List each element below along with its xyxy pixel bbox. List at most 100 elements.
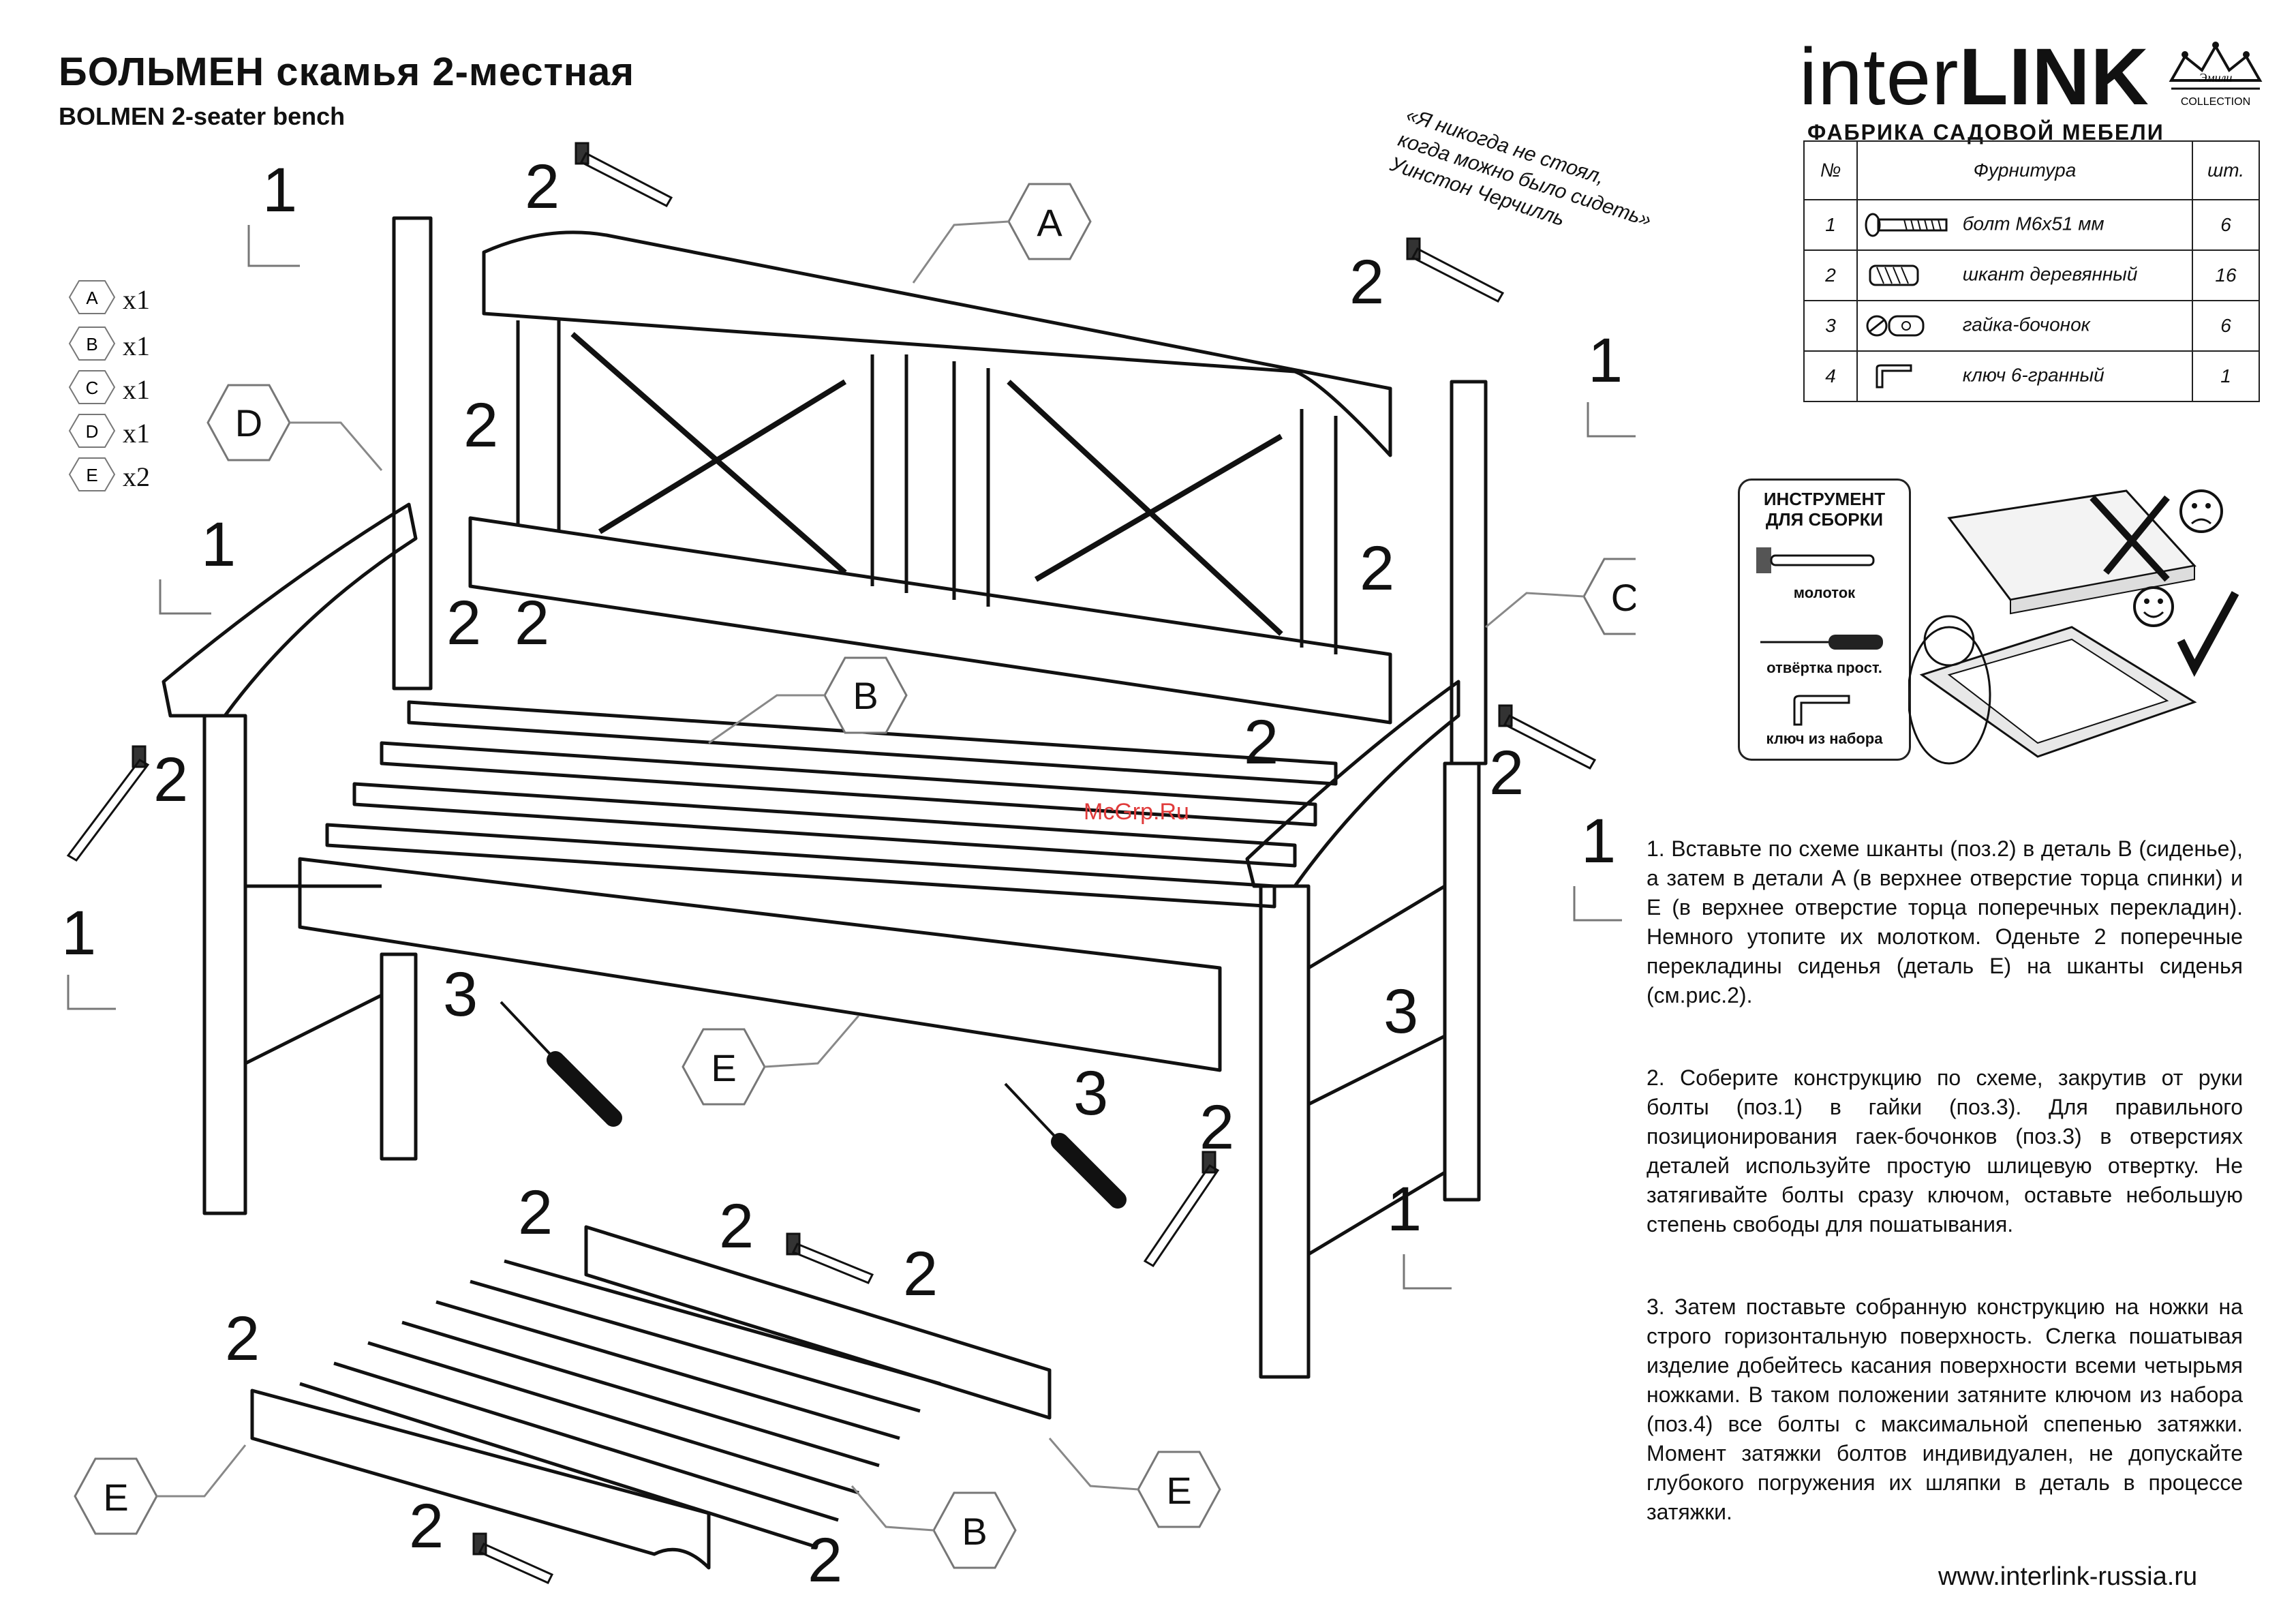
screwdriver-icon <box>500 1001 622 1127</box>
backrest-slats <box>516 320 1338 654</box>
hammer-icon <box>575 142 673 207</box>
callout-num-3: 3 <box>1073 1059 1108 1128</box>
legend-count: x1 <box>123 418 150 449</box>
instruction-step-1: 1. Вставьте по схеме шканты (поз.2) в де… <box>1647 836 2243 1007</box>
callout-num-2: 2 <box>463 391 498 460</box>
hexagon-icon: E <box>68 457 116 491</box>
hex-key-icon <box>1573 886 1622 922</box>
tool-screwdriver-label: отвёртка прост. <box>1766 659 1882 676</box>
legend-letter: C <box>86 378 99 398</box>
callout-hex-d <box>206 384 291 461</box>
leader-line-c <box>1485 592 1585 628</box>
callout-letter-e: E <box>711 1046 736 1089</box>
leader-line-b-2 <box>851 1485 934 1532</box>
callout-num-2: 2 <box>1349 247 1384 317</box>
leader-line-e <box>764 1015 860 1068</box>
seat-crossbar-e-left <box>250 1389 711 1570</box>
hammer-icon <box>1498 704 1597 770</box>
legend-letter: D <box>86 421 99 442</box>
seat-front-rail <box>298 857 1222 1072</box>
legend-item-a: A x1 <box>68 279 204 315</box>
leader-line-d <box>290 421 383 471</box>
hammer-icon <box>786 1232 874 1284</box>
legend-letter: B <box>86 334 97 354</box>
website-url[interactable]: www.interlink-russia.ru <box>1938 1562 2198 1591</box>
sad-face-icon <box>2179 489 2223 533</box>
callout-letter-a: A <box>1037 201 1062 244</box>
cross-icon <box>2090 495 2170 582</box>
brand-logo: interLINK <box>1799 31 2149 123</box>
screwdriver-icon <box>1760 635 1883 650</box>
callout-num-2: 2 <box>903 1239 938 1309</box>
hardware-header-qty: шт. <box>2192 140 2260 200</box>
callout-num-2: 2 <box>225 1304 260 1374</box>
callout-num-1: 1 <box>1588 326 1623 395</box>
hardware-name-cell: шкант деревянный <box>1856 249 2193 301</box>
hardware-qty: 6 <box>2192 199 2260 251</box>
callout-letter-c: C <box>1611 576 1636 619</box>
tool-key-label: ключ из набора <box>1766 730 1883 747</box>
legend-item-e: E x2 <box>68 457 204 492</box>
bolt-icon <box>1865 213 1948 237</box>
callout-num-2: 2 <box>525 152 560 222</box>
leader-line-b <box>708 694 825 744</box>
hardware-num: 2 <box>1803 249 1858 301</box>
leader-line-e-3 <box>1048 1438 1139 1491</box>
table-row: 2 шкант деревянный 16 <box>1803 249 2260 301</box>
callout-num-2: 2 <box>409 1491 444 1561</box>
exploded-seat-slats <box>299 1259 941 1549</box>
callout-num-2: 2 <box>719 1192 754 1261</box>
hexagon-icon: B <box>68 327 116 361</box>
callout-letter-e-2: E <box>103 1476 128 1519</box>
table-row: 4 ключ 6-гранный 1 <box>1803 350 2260 402</box>
hex-key-icon <box>67 975 116 1010</box>
page-subtitle: BOLMEN 2-seater bench <box>59 102 346 130</box>
armrest-right <box>1245 680 1460 888</box>
hammer-icon <box>1143 1151 1220 1268</box>
crown-logo-icon: Эмили COLLECTION <box>2169 42 2263 108</box>
hardware-header-num: № <box>1803 140 1858 200</box>
callout-letter-b: B <box>853 674 878 717</box>
callout-num-1: 1 <box>201 510 236 579</box>
callout-num-2: 2 <box>808 1526 842 1595</box>
hardware-name-cell: гайка-бочонок <box>1856 300 2193 352</box>
legs-right <box>1259 761 1481 1379</box>
tool-hammer-label: молоток <box>1793 584 1856 601</box>
brand-subtitle: ФАБРИКА САДОВОЙ МЕБЕЛИ <box>1807 120 2164 145</box>
leader-line-e-2 <box>157 1444 247 1498</box>
surface-illustration <box>1908 489 2239 765</box>
legend-item-c: C x1 <box>68 369 204 405</box>
table-row: 1 болт М6х51 мм 6 <box>1803 199 2260 251</box>
legend-item-b: B x1 <box>68 326 204 361</box>
legend-letter: A <box>86 288 98 308</box>
legend-count: x2 <box>123 461 150 492</box>
hex-key-icon <box>1793 695 1850 726</box>
callout-num-2: 2 <box>1489 738 1524 808</box>
callout-num-1: 1 <box>61 898 96 968</box>
hardware-num: 4 <box>1803 350 1858 402</box>
callout-hex-e-2 <box>74 1457 158 1535</box>
hardware-header-row: № Фурнитура шт. <box>1803 140 2260 200</box>
crown-text: Эмили <box>2199 71 2233 85</box>
brand-name-part2: LINK <box>1959 32 2149 122</box>
callout-num-2: 2 <box>515 588 549 658</box>
happy-face-icon <box>2133 586 2174 627</box>
hardware-qty: 16 <box>2192 249 2260 301</box>
hardware-name: гайка-бочонок <box>1962 314 2090 335</box>
backrest-top-rail <box>482 230 1392 457</box>
hex-key-icon <box>1587 402 1636 438</box>
seat-slat <box>352 782 1297 868</box>
table-row: 3 гайка-бочонок 6 <box>1803 300 2260 352</box>
backrest-bottom-rail <box>468 516 1392 725</box>
beaver-mascot-icon <box>1908 615 1991 765</box>
armrest-left <box>162 502 418 718</box>
callout-num-2: 2 <box>446 588 481 658</box>
hammer-icon <box>1756 547 1875 573</box>
legend-count: x1 <box>123 374 150 405</box>
side-rails-left <box>244 884 383 1065</box>
hex-key-icon <box>1876 364 1912 389</box>
hardware-name: болт М6х51 мм <box>1962 213 2104 234</box>
hexagon-icon: D <box>68 414 116 448</box>
leader-line-a <box>912 220 1009 284</box>
hammer-icon <box>66 745 150 862</box>
